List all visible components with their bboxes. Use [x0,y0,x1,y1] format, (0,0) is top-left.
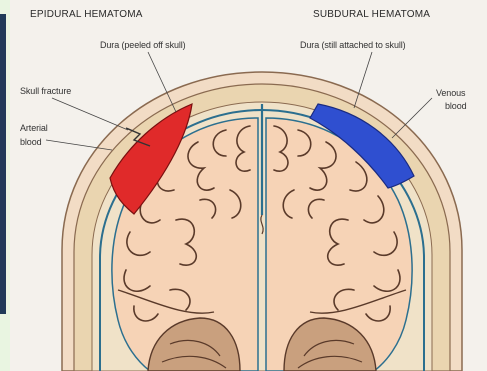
epidural-hematoma-title: EPIDURAL HEMATOMA [30,10,143,20]
dura-peeled-label: Dura (peeled off skull) [100,40,186,50]
subdural-hematoma-title: SUBDURAL HEMATOMA [313,10,430,20]
arterial-blood-label-line1: Arterial [20,123,48,133]
dura-attached-label: Dura (still attached to skull) [300,40,406,50]
skull-fracture-label: Skull fracture [20,86,71,96]
venous-blood-label-line1: Venous [436,88,465,98]
arterial-blood-label-line2: blood [20,137,42,147]
venous-blood-label-line2: blood [445,101,467,111]
